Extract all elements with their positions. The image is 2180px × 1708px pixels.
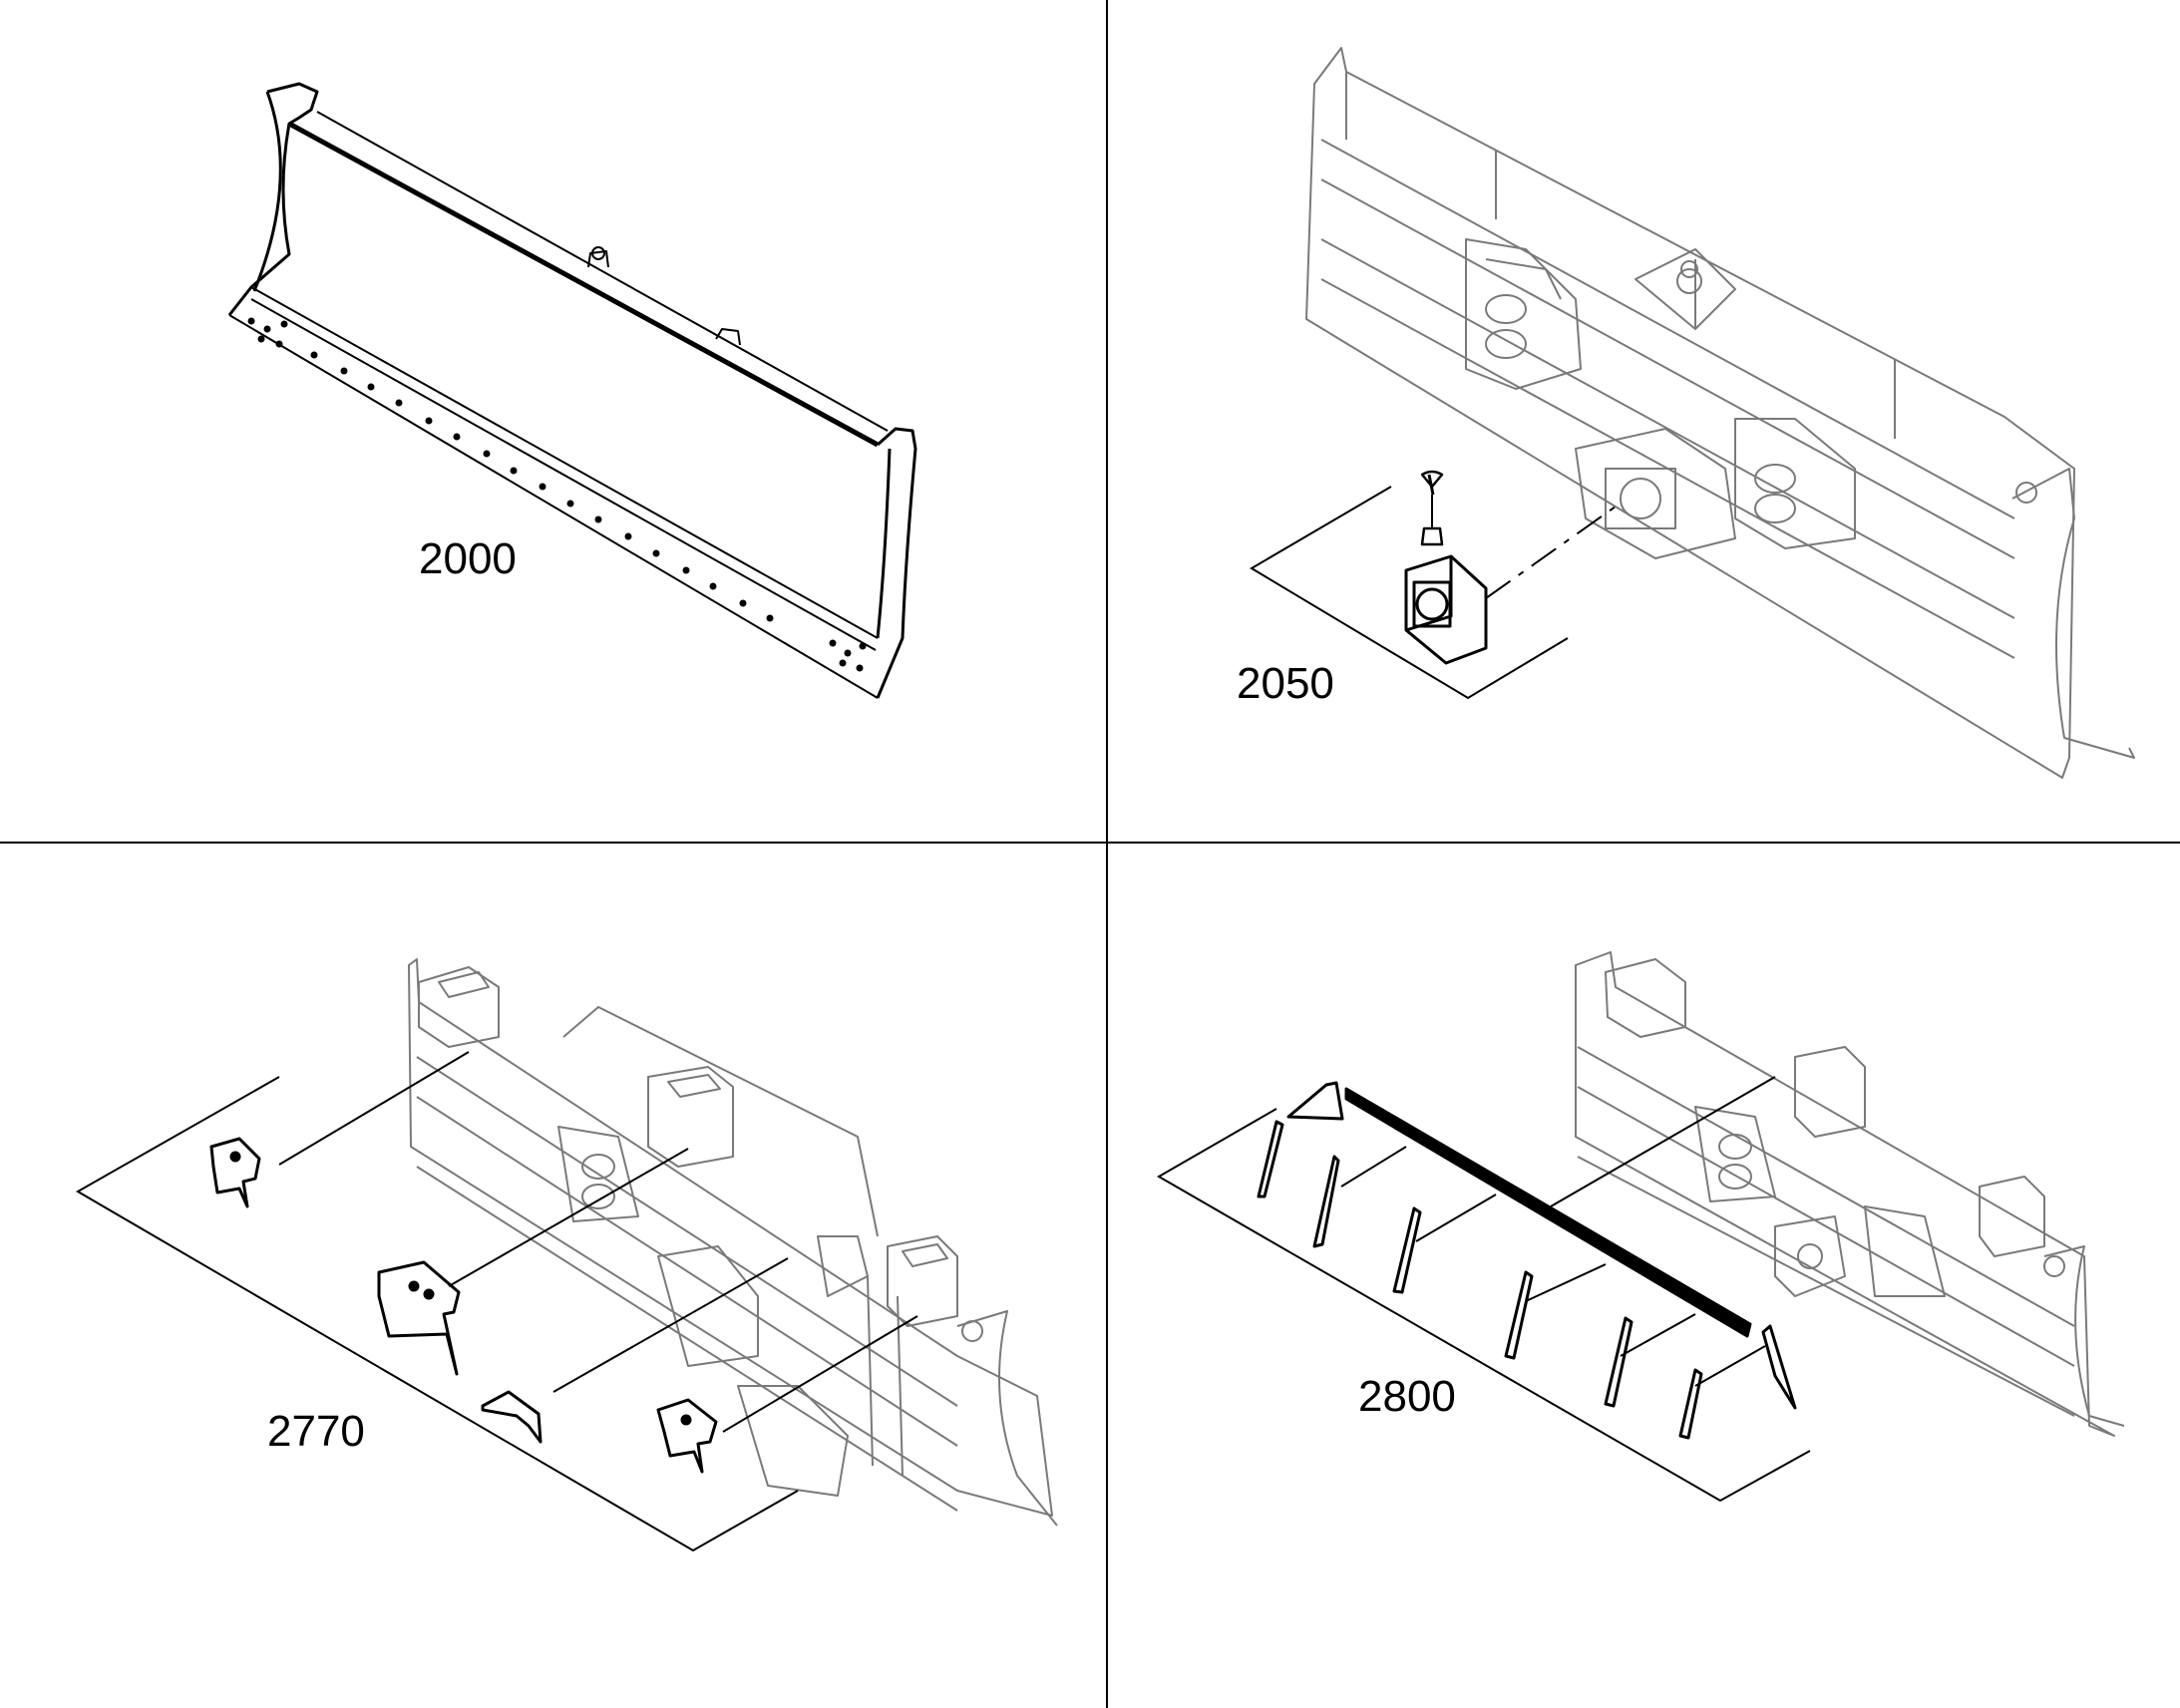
panel-mount-block[interactable]: 2050 — [1237, 47, 2135, 779]
mount-block-leader-lines — [1250, 486, 1617, 700]
part-number-label: 2770 — [267, 1407, 365, 1456]
panel-brackets[interactable]: 2770 — [75, 958, 1058, 1552]
panel-blade[interactable]: 2000 — [227, 82, 917, 699]
bracket-parts — [209, 1137, 718, 1474]
part-number-label: 2000 — [419, 534, 517, 583]
mount-block-part — [1404, 470, 1488, 665]
part-number-label: 2800 — [1358, 1372, 1456, 1421]
panel-wear-strips[interactable]: 2800 — [1156, 951, 2125, 1503]
blade-rear-view-illustration — [1305, 47, 2135, 779]
blade-frame-illustration — [408, 958, 1058, 1527]
wear-strip-leader-lines — [1156, 1076, 1811, 1503]
wear-strip-parts — [1257, 1081, 1797, 1440]
cutting-edge-bolt-holes — [247, 317, 867, 672]
part-number-label: 2050 — [1237, 659, 1334, 708]
blade-illustration — [227, 82, 917, 699]
bracket-leader-lines — [75, 1051, 918, 1552]
blade-frame-illustration — [1575, 951, 2125, 1437]
